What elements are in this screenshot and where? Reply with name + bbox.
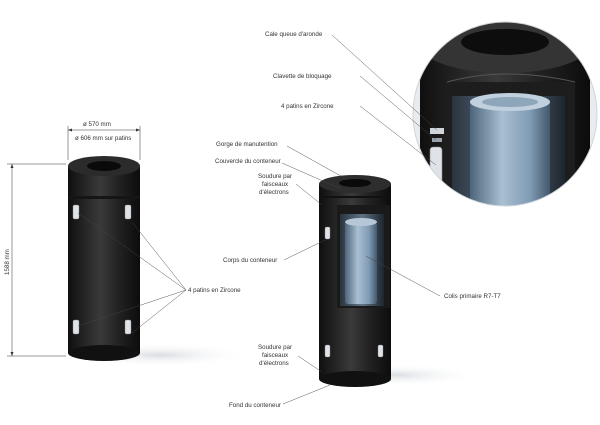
label-soudure-bot-1: Soudure par [258,344,292,351]
detail-primary-package [470,100,550,206]
left-bottom [68,345,140,361]
pad-icon [377,344,384,358]
label-gorge: Gorge de manutention [216,141,278,148]
pad-icon [324,344,331,358]
detail-key [432,138,442,142]
pad-icon [72,319,80,335]
center-container [310,175,480,387]
pads-left-label: 4 patins en Zircone [188,287,241,294]
detail-dovetail [430,128,444,134]
label-soudure-bot-2: faisceaux [262,352,289,359]
left-lid-seam [68,196,140,199]
diameter-label: ø 570 mm [83,121,111,128]
label-soudure-top-2: faisceaux [262,181,289,188]
pad-icon [124,319,132,335]
center-leaders [281,145,441,405]
label-clavette: Clavette de bloquage [273,73,332,80]
dimension-lines [7,126,141,357]
label-fond: Fond du conteneur [229,402,281,409]
diameter-pads-label: ø 606 mm sur patins [75,135,131,142]
pad-icon [72,204,80,220]
detail-leaders [331,34,438,166]
label-colis: Colis primaire R7-T7 [444,293,501,300]
left-top-recess [87,161,121,171]
label-corps: Corps du conteneur [223,257,277,264]
pads-left-leaders [77,212,187,334]
label-soudure-top-3: d'électrons [259,189,289,196]
label-couvercle: Couvercle du conteneur [215,158,281,165]
pad-icon [124,204,132,220]
pad-icon [324,226,331,240]
left-container [68,156,250,367]
label-soudure-top-1: Soudure par [258,173,292,180]
height-label: 1588 mm [4,249,11,275]
left-pads [72,204,132,335]
label-cale: Cale queue d'aronde [265,31,323,38]
detail-view [412,21,598,207]
label-pads-detail: 4 patins en Zircone [281,103,334,110]
detail-top-recess [461,29,549,55]
primary-package [345,222,377,304]
label-soudure-bot-3: d'électrons [259,360,289,367]
